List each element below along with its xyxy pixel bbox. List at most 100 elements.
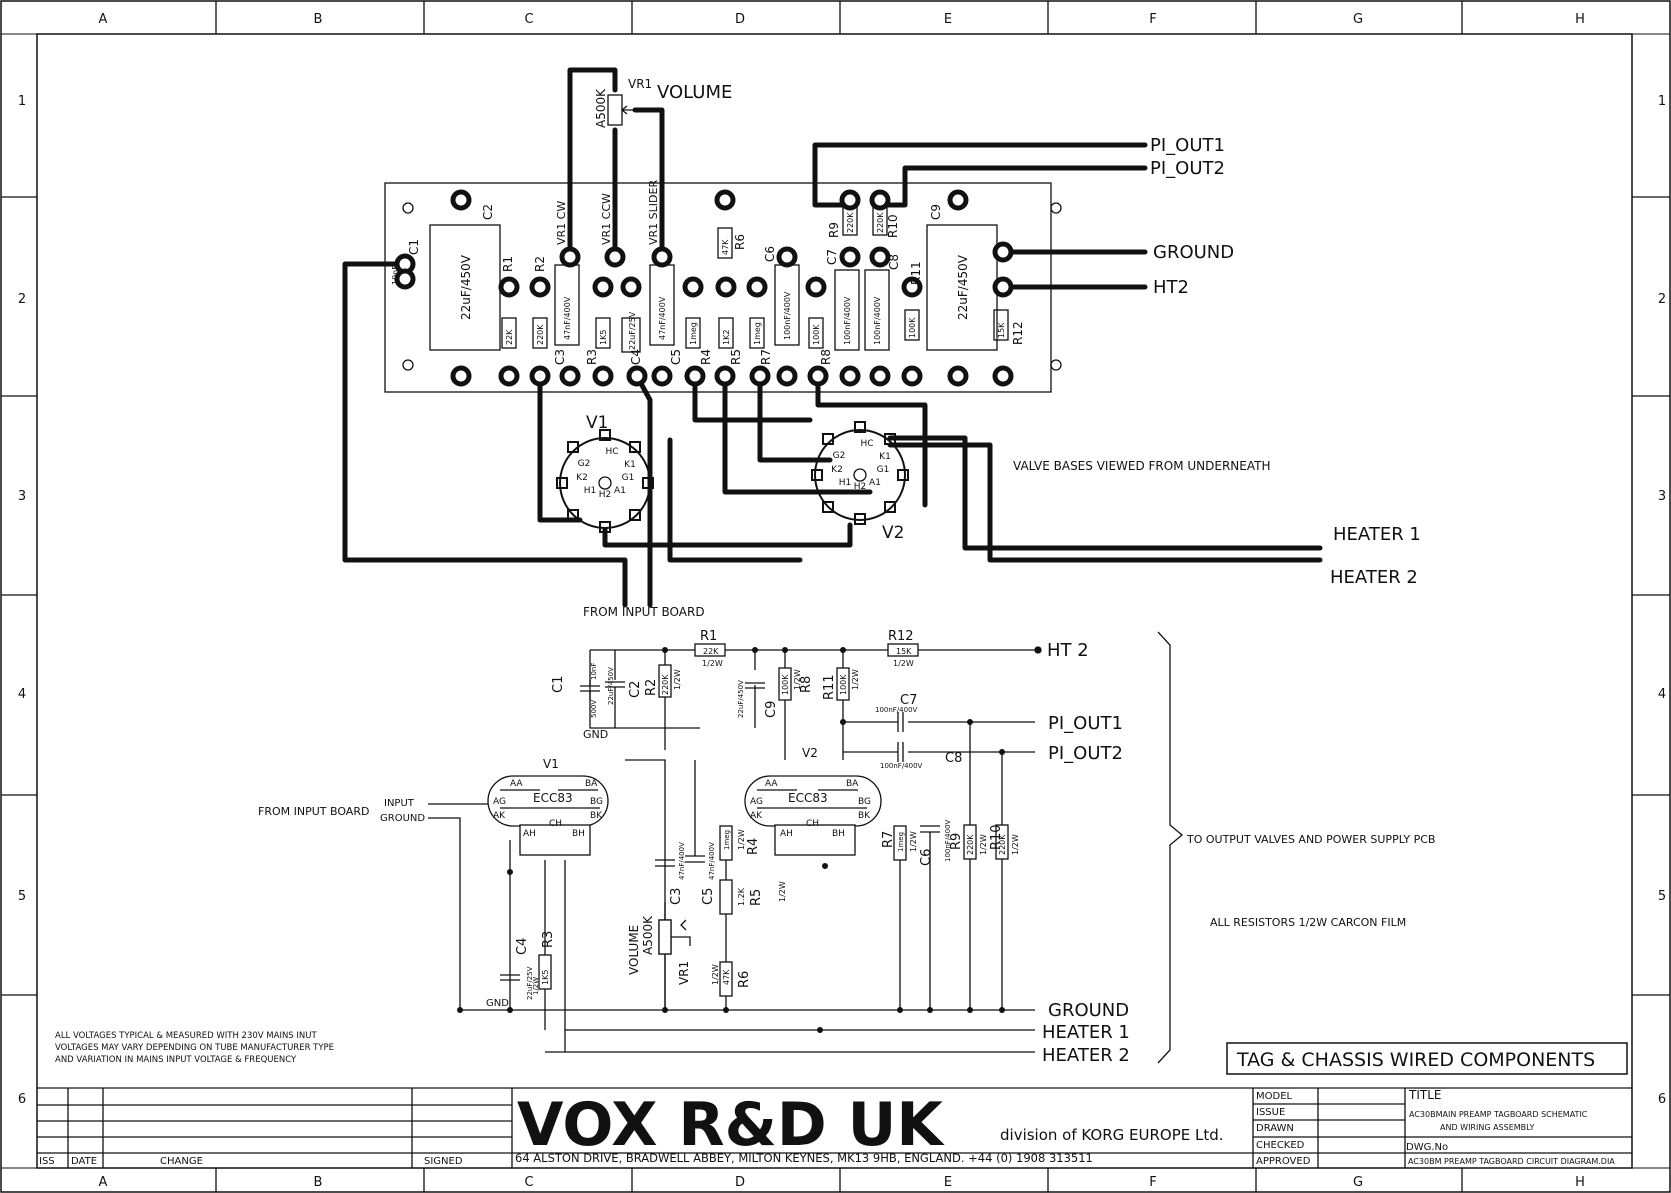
sch-v2-bg: BG [858, 797, 871, 807]
wire-vr1-slider [632, 107, 665, 260]
tb-approved: APPROVED [1256, 1156, 1311, 1167]
sch-r10: R10 [989, 824, 1004, 850]
v1-label: V1 [586, 413, 608, 433]
sch-r6: R6 [737, 971, 752, 988]
sch-r5: R5 [749, 889, 764, 906]
sch-r4-watt: 1/2W [737, 829, 746, 850]
sch-v1-tube: ECC83 [533, 791, 573, 805]
pi-out1-label: PI_OUT1 [1150, 135, 1225, 156]
tb-checked: CHECKED [1256, 1140, 1305, 1151]
sch-v1-bh: BH [572, 829, 585, 839]
sch-input: INPUT [384, 798, 415, 809]
svg-text:H1: H1 [584, 486, 597, 496]
r6-body [717, 227, 733, 259]
c2-value: 22uF/450V [459, 254, 473, 320]
sch-v1: V1 [543, 757, 559, 771]
sch-heater2: HEATER 2 [1042, 1045, 1130, 1066]
valve-note: VALVE BASES VIEWED FROM UNDERNEATH [1013, 459, 1271, 473]
sch-ground: GROUND [1048, 1000, 1129, 1021]
c7-label: C7 [825, 249, 839, 265]
r9-value: 220K [846, 212, 855, 233]
v2-label: V2 [882, 523, 904, 543]
sch-r7-watt: 1/2W [909, 831, 918, 852]
ht2-label: HT2 [1153, 277, 1189, 298]
tb-dwg-value: AC30BM PREAMP TAGBOARD CIRCUIT DIAGRAM.D… [1408, 1157, 1615, 1166]
sch-c2-value: 22uF/450V [607, 667, 615, 705]
row-label: 5 [18, 889, 26, 904]
pi-out2-label: PI_OUT2 [1150, 158, 1225, 179]
c7-body [834, 269, 860, 351]
r1-label: R1 [501, 256, 515, 272]
ground-label: GROUND [1153, 242, 1234, 263]
sch-r3-watt: 1/2W [532, 977, 540, 995]
r1-value: 22K [505, 329, 514, 345]
sch-r5-watt: 1/2W [778, 881, 787, 902]
note-line-1: ALL VOLTAGES TYPICAL & MEASURED WITH 230… [55, 1031, 317, 1041]
row-label: 3 [1658, 489, 1666, 504]
sch-c4: C4 [515, 938, 530, 955]
c5-value: 47nF/400V [658, 296, 667, 340]
col-label: E [944, 12, 952, 27]
sch-v2-ak: AK [750, 811, 763, 821]
c8-body [864, 269, 890, 351]
sch-c6: C6 [919, 849, 934, 866]
r9-label: R9 [827, 222, 841, 238]
sch-r2: R2 [644, 679, 659, 696]
tb-dwg-label: DWG.No [1406, 1142, 1448, 1153]
vr1-wiper [620, 105, 635, 115]
tb-change: CHANGE [160, 1156, 203, 1167]
row-label: 6 [1658, 1092, 1666, 1107]
r4-value: 1meg [689, 322, 698, 345]
sch-r9-value: 220K [966, 834, 975, 855]
vr1-ccw-label: VR1 CCW [600, 193, 613, 245]
r4-label: R4 [699, 349, 713, 365]
wire-v2-c [757, 373, 833, 463]
sch-r9-watt: 1/2W [979, 834, 988, 855]
col-label: C [524, 12, 533, 27]
c3-label: C3 [553, 349, 567, 365]
c5-label: C5 [669, 349, 683, 365]
sch-r11: R11 [822, 674, 837, 700]
sch-r7-value: 1meg [897, 832, 905, 852]
r10-value: 220K [876, 212, 885, 233]
sch-v2-ah: AH [780, 829, 793, 839]
sch-r3: R3 [541, 931, 556, 948]
r2-label: R2 [533, 256, 547, 272]
sch-c9: C9 [764, 701, 779, 718]
c4-body [621, 317, 641, 353]
c6-label: C6 [763, 246, 777, 262]
general-notes: ALL VOLTAGES TYPICAL & MEASURED WITH 230… [55, 1031, 334, 1065]
sch-c3-value: 47nF/400V [678, 842, 686, 880]
heater2-label: HEATER 2 [1330, 567, 1418, 588]
r10-label: R10 [886, 214, 900, 238]
r12-value: 15K [997, 322, 1006, 338]
tb-signed: SIGNED [424, 1156, 463, 1167]
wire-v1-a [537, 373, 583, 523]
sch-c7: C7 [900, 693, 917, 708]
vr1-slider-label: VR1 SLIDER [647, 180, 660, 245]
wire-vr1-cw [567, 67, 618, 260]
wire-heater1 [887, 435, 1323, 551]
vr1-ref-label: VR1 [628, 77, 652, 91]
tb-title-line2: AND WIRING ASSEMBLY [1440, 1123, 1535, 1132]
svg-text:K2: K2 [576, 473, 588, 483]
sch-c5: C5 [701, 888, 716, 905]
sch-r8: R8 [799, 676, 814, 693]
sch-r5-value: 1.2K [737, 887, 746, 906]
from-input-label: FROM INPUT BOARD [583, 605, 705, 619]
c1-value: 10nF [391, 265, 400, 285]
col-label: B [314, 12, 323, 27]
sch-r11-watt: 1/2W [851, 669, 860, 690]
sch-vr1-value: A500K [641, 915, 655, 955]
sch-r6-watt: 1/2W [711, 964, 720, 985]
sch-r2-watt: 1/2W [673, 669, 682, 690]
sch-v1-ch: CH [549, 819, 562, 829]
address-text: 64 ALSTON DRIVE, BRADWELL ABBEY, MILTON … [515, 1151, 1093, 1165]
r1-body [501, 317, 517, 349]
c2-label: C2 [481, 204, 495, 220]
row-label: 1 [18, 94, 26, 109]
c9-label: C9 [929, 204, 943, 220]
svg-text:G1: G1 [622, 473, 635, 483]
